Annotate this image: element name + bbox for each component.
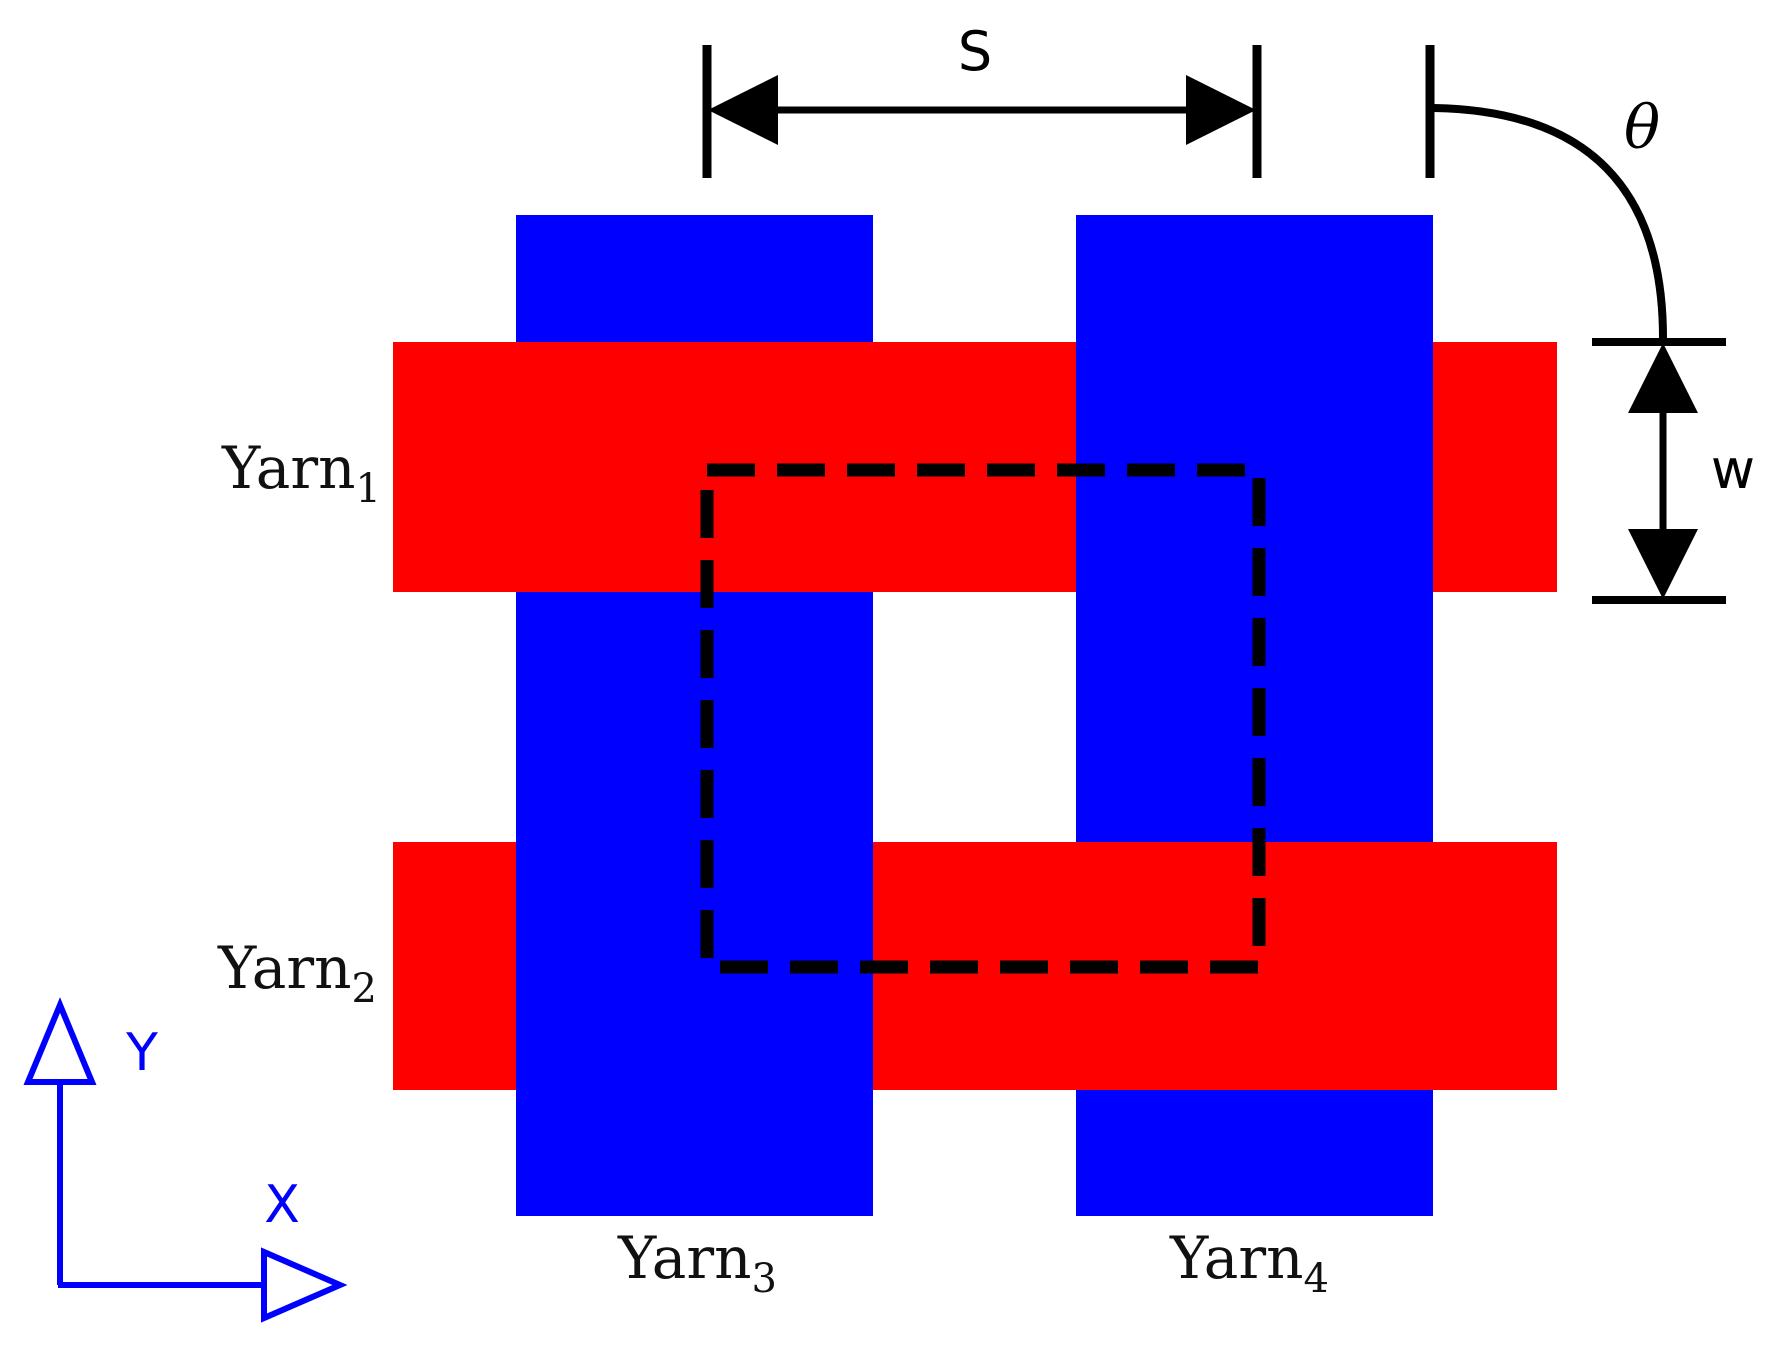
yarn4-label: Yarn4 (1169, 1224, 1329, 1302)
spacing-label: S (958, 20, 992, 83)
angle-label: θ (1624, 93, 1660, 163)
yarn2-label: Yarn2 (217, 934, 377, 1012)
y-axis-label: Y (125, 1023, 158, 1083)
yarn3-label: Yarn3 (617, 1224, 777, 1302)
x-axis-label: X (264, 1175, 300, 1235)
y-axis-arrow-icon (23, 997, 97, 1085)
x-axis-arrow-icon (261, 1247, 348, 1323)
width-label: w (1711, 438, 1755, 501)
angle-arc (1433, 104, 1668, 341)
yarn1-label: Yarn1 (221, 434, 381, 512)
unit-cell-boundary (700, 463, 1266, 974)
